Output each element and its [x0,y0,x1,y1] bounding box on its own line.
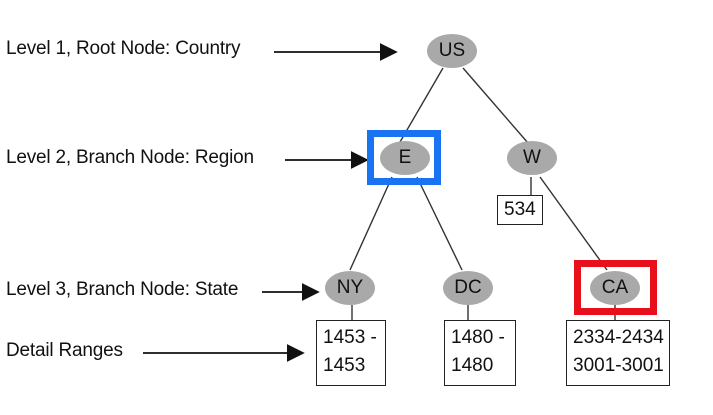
range-line: 534 [504,199,536,220]
region-highlight-frame [367,130,441,185]
edge-us-w [462,67,529,144]
node-dc: DC [443,271,493,305]
edge-w-ca [539,176,608,271]
range-line: 1453 - [323,327,377,348]
detail-ranges-label: Detail Ranges [6,340,123,361]
node-us: US [427,34,477,68]
range-line: 1480 - [451,327,505,348]
range-line: 2334-2434 [573,327,664,348]
range-box-ny: 1453 - 1453 [316,320,386,386]
range-line: 3001-3001 [573,355,664,376]
level1-label: Level 1, Root Node: Country [6,38,241,59]
range-box-dc: 1480 - 1480 [444,320,516,386]
range-box-ca: 2334-2434 3001-3001 [566,320,670,386]
edge-us-e [399,67,444,143]
level2-label: Level 2, Branch Node: Region [6,147,254,168]
level3-label: Level 3, Branch Node: State [6,279,239,300]
range-box-w: 534 [497,195,543,225]
range-line: 1453 [323,355,366,376]
node-ny: NY [325,271,375,305]
node-w: W [507,141,557,175]
node-ca: CA [590,271,640,305]
range-line: 1480 [451,355,494,376]
node-e: E [380,141,430,175]
state-highlight-frame [574,260,657,315]
edge-e-ny [349,176,393,271]
edge-e-dc [416,176,463,271]
